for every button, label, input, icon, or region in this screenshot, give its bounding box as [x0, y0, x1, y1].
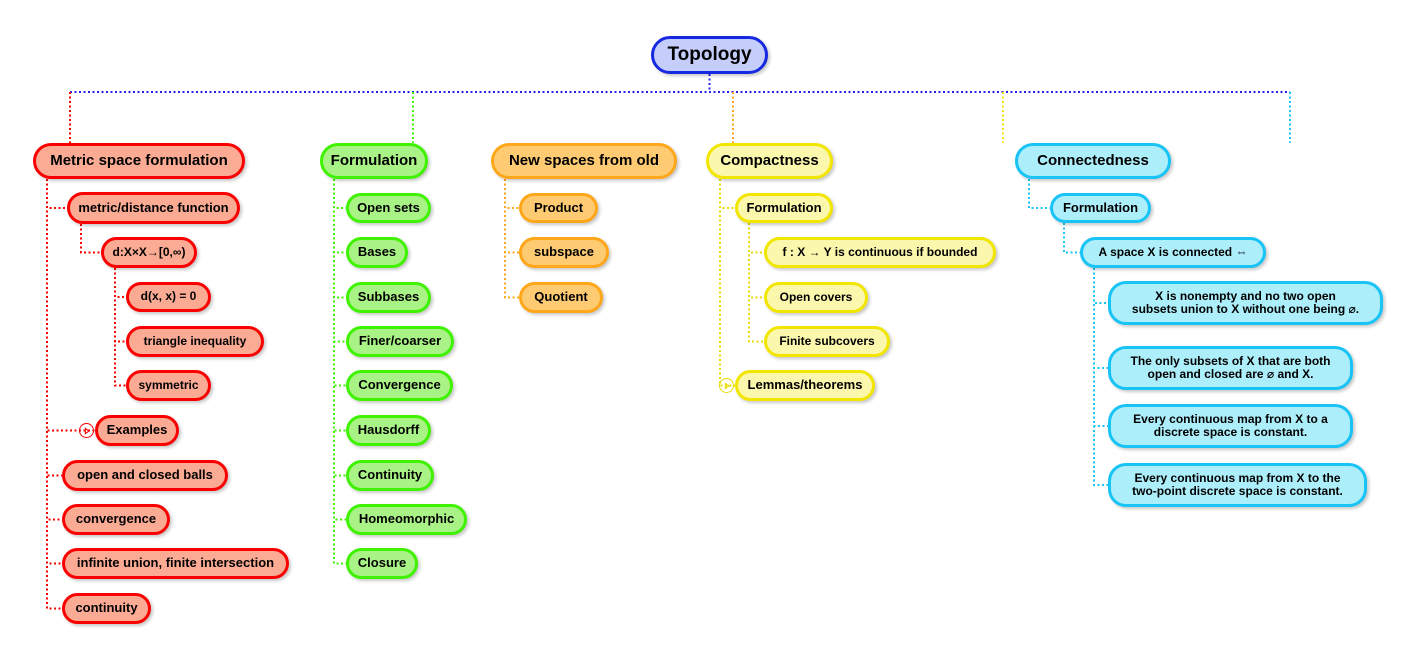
mindmap-node-c5[interactable]: Every continuous map from X to a discret…	[1108, 404, 1353, 448]
mindmap-node-o0[interactable]: New spaces from old	[491, 143, 677, 179]
mindmap-node-r5[interactable]: symmetric	[126, 370, 211, 401]
mindmap-node-r3[interactable]: d(x, x) = 0	[126, 282, 211, 312]
connector-line	[1063, 223, 1080, 254]
mindmap-node-g2[interactable]: Bases	[346, 237, 408, 268]
mindmap-node-r7[interactable]: open and closed balls	[62, 460, 228, 491]
connector-line	[333, 179, 346, 521]
mindmap-node-c4[interactable]: The only subsets of X that are both open…	[1108, 346, 1353, 390]
connector-line	[333, 179, 346, 477]
connector-line	[333, 179, 346, 299]
expand-triangle-icon[interactable]	[719, 378, 734, 393]
mindmap-node-r8[interactable]: convergence	[62, 504, 170, 535]
mindmap-node-g9[interactable]: Closure	[346, 548, 418, 579]
connector-line	[1093, 268, 1108, 486]
mindmap-node-o1[interactable]: Product	[519, 193, 598, 223]
mindmap-node-g0[interactable]: Formulation	[320, 143, 428, 179]
mindmap-node-g1[interactable]: Open sets	[346, 193, 431, 223]
connector-line	[114, 268, 126, 387]
mindmap-node-y3[interactable]: Open covers	[764, 282, 868, 313]
mindmap-node-g3[interactable]: Subbases	[346, 282, 431, 313]
connector-line	[1093, 268, 1108, 369]
connector-line	[1093, 268, 1108, 427]
mindmap-node-r0[interactable]: Metric space formulation	[33, 143, 245, 179]
connector-line	[46, 179, 67, 209]
connector-line	[46, 179, 62, 610]
connector-line	[748, 223, 764, 343]
mindmap-node-c3[interactable]: X is nonempty and no two open subsets un…	[1108, 281, 1383, 325]
mindmap-node-c6[interactable]: Every continuous map from X to the two-p…	[1108, 463, 1367, 507]
mindmap-node-r9[interactable]: infinite union, finite intersection	[62, 548, 289, 579]
mindmap-node-r2[interactable]: d:X×X→[0,∞)	[101, 237, 197, 268]
mindmap-node-g6[interactable]: Hausdorff	[346, 415, 431, 446]
connector-line	[1028, 179, 1050, 209]
mindmap-root-node[interactable]: Topology	[651, 36, 768, 74]
mindmap-node-r10[interactable]: continuity	[62, 593, 151, 624]
connector-line	[333, 179, 346, 387]
connector-line	[333, 179, 346, 565]
connector-line	[504, 179, 519, 299]
mindmap-node-r1[interactable]: metric/distance function	[67, 192, 240, 224]
mindmap-node-y1[interactable]: Formulation	[735, 193, 833, 223]
connector-line	[504, 179, 519, 254]
connector-line	[46, 179, 62, 521]
mindmap-node-c2[interactable]: A space X is connected ⇔	[1080, 237, 1266, 268]
connector-line	[333, 179, 346, 209]
connector-line	[114, 268, 126, 298]
connector-line	[719, 179, 735, 209]
connector-line	[333, 179, 346, 432]
connector-line	[719, 179, 735, 387]
connector-line	[70, 74, 1290, 93]
connector-line	[1093, 268, 1108, 304]
mindmap-node-o2[interactable]: subspace	[519, 237, 609, 268]
mindmap-node-c0[interactable]: Connectedness	[1015, 143, 1171, 179]
mindmap-node-g5[interactable]: Convergence	[346, 370, 453, 401]
connector-line	[333, 179, 346, 343]
connector-line	[46, 179, 62, 565]
expand-triangle-icon[interactable]	[79, 423, 94, 438]
connector-line	[46, 179, 62, 477]
mindmap-node-y4[interactable]: Finite subcovers	[764, 326, 890, 357]
mindmap-node-g4[interactable]: Finer/coarser	[346, 326, 454, 357]
mindmap-node-r6[interactable]: Examples	[95, 415, 179, 446]
mindmap-node-r4[interactable]: triangle inequality	[126, 326, 264, 357]
connector-line	[748, 223, 764, 254]
mindmap-node-c1[interactable]: Formulation	[1050, 193, 1151, 223]
connector-line	[748, 223, 764, 299]
connector-line	[114, 268, 126, 343]
mindmap-node-g7[interactable]: Continuity	[346, 460, 434, 491]
mindmap-node-y2[interactable]: f : X → Y is continuous if bounded	[764, 237, 996, 268]
connector-line	[80, 224, 101, 254]
connector-line	[333, 179, 346, 254]
mindmap-node-g8[interactable]: Homeomorphic	[346, 504, 467, 535]
connector-line	[504, 179, 519, 209]
mindmap-node-o3[interactable]: Quotient	[519, 282, 603, 313]
mindmap-node-y0[interactable]: Compactness	[706, 143, 833, 179]
mindmap-node-y5[interactable]: Lemmas/theorems	[735, 370, 875, 401]
